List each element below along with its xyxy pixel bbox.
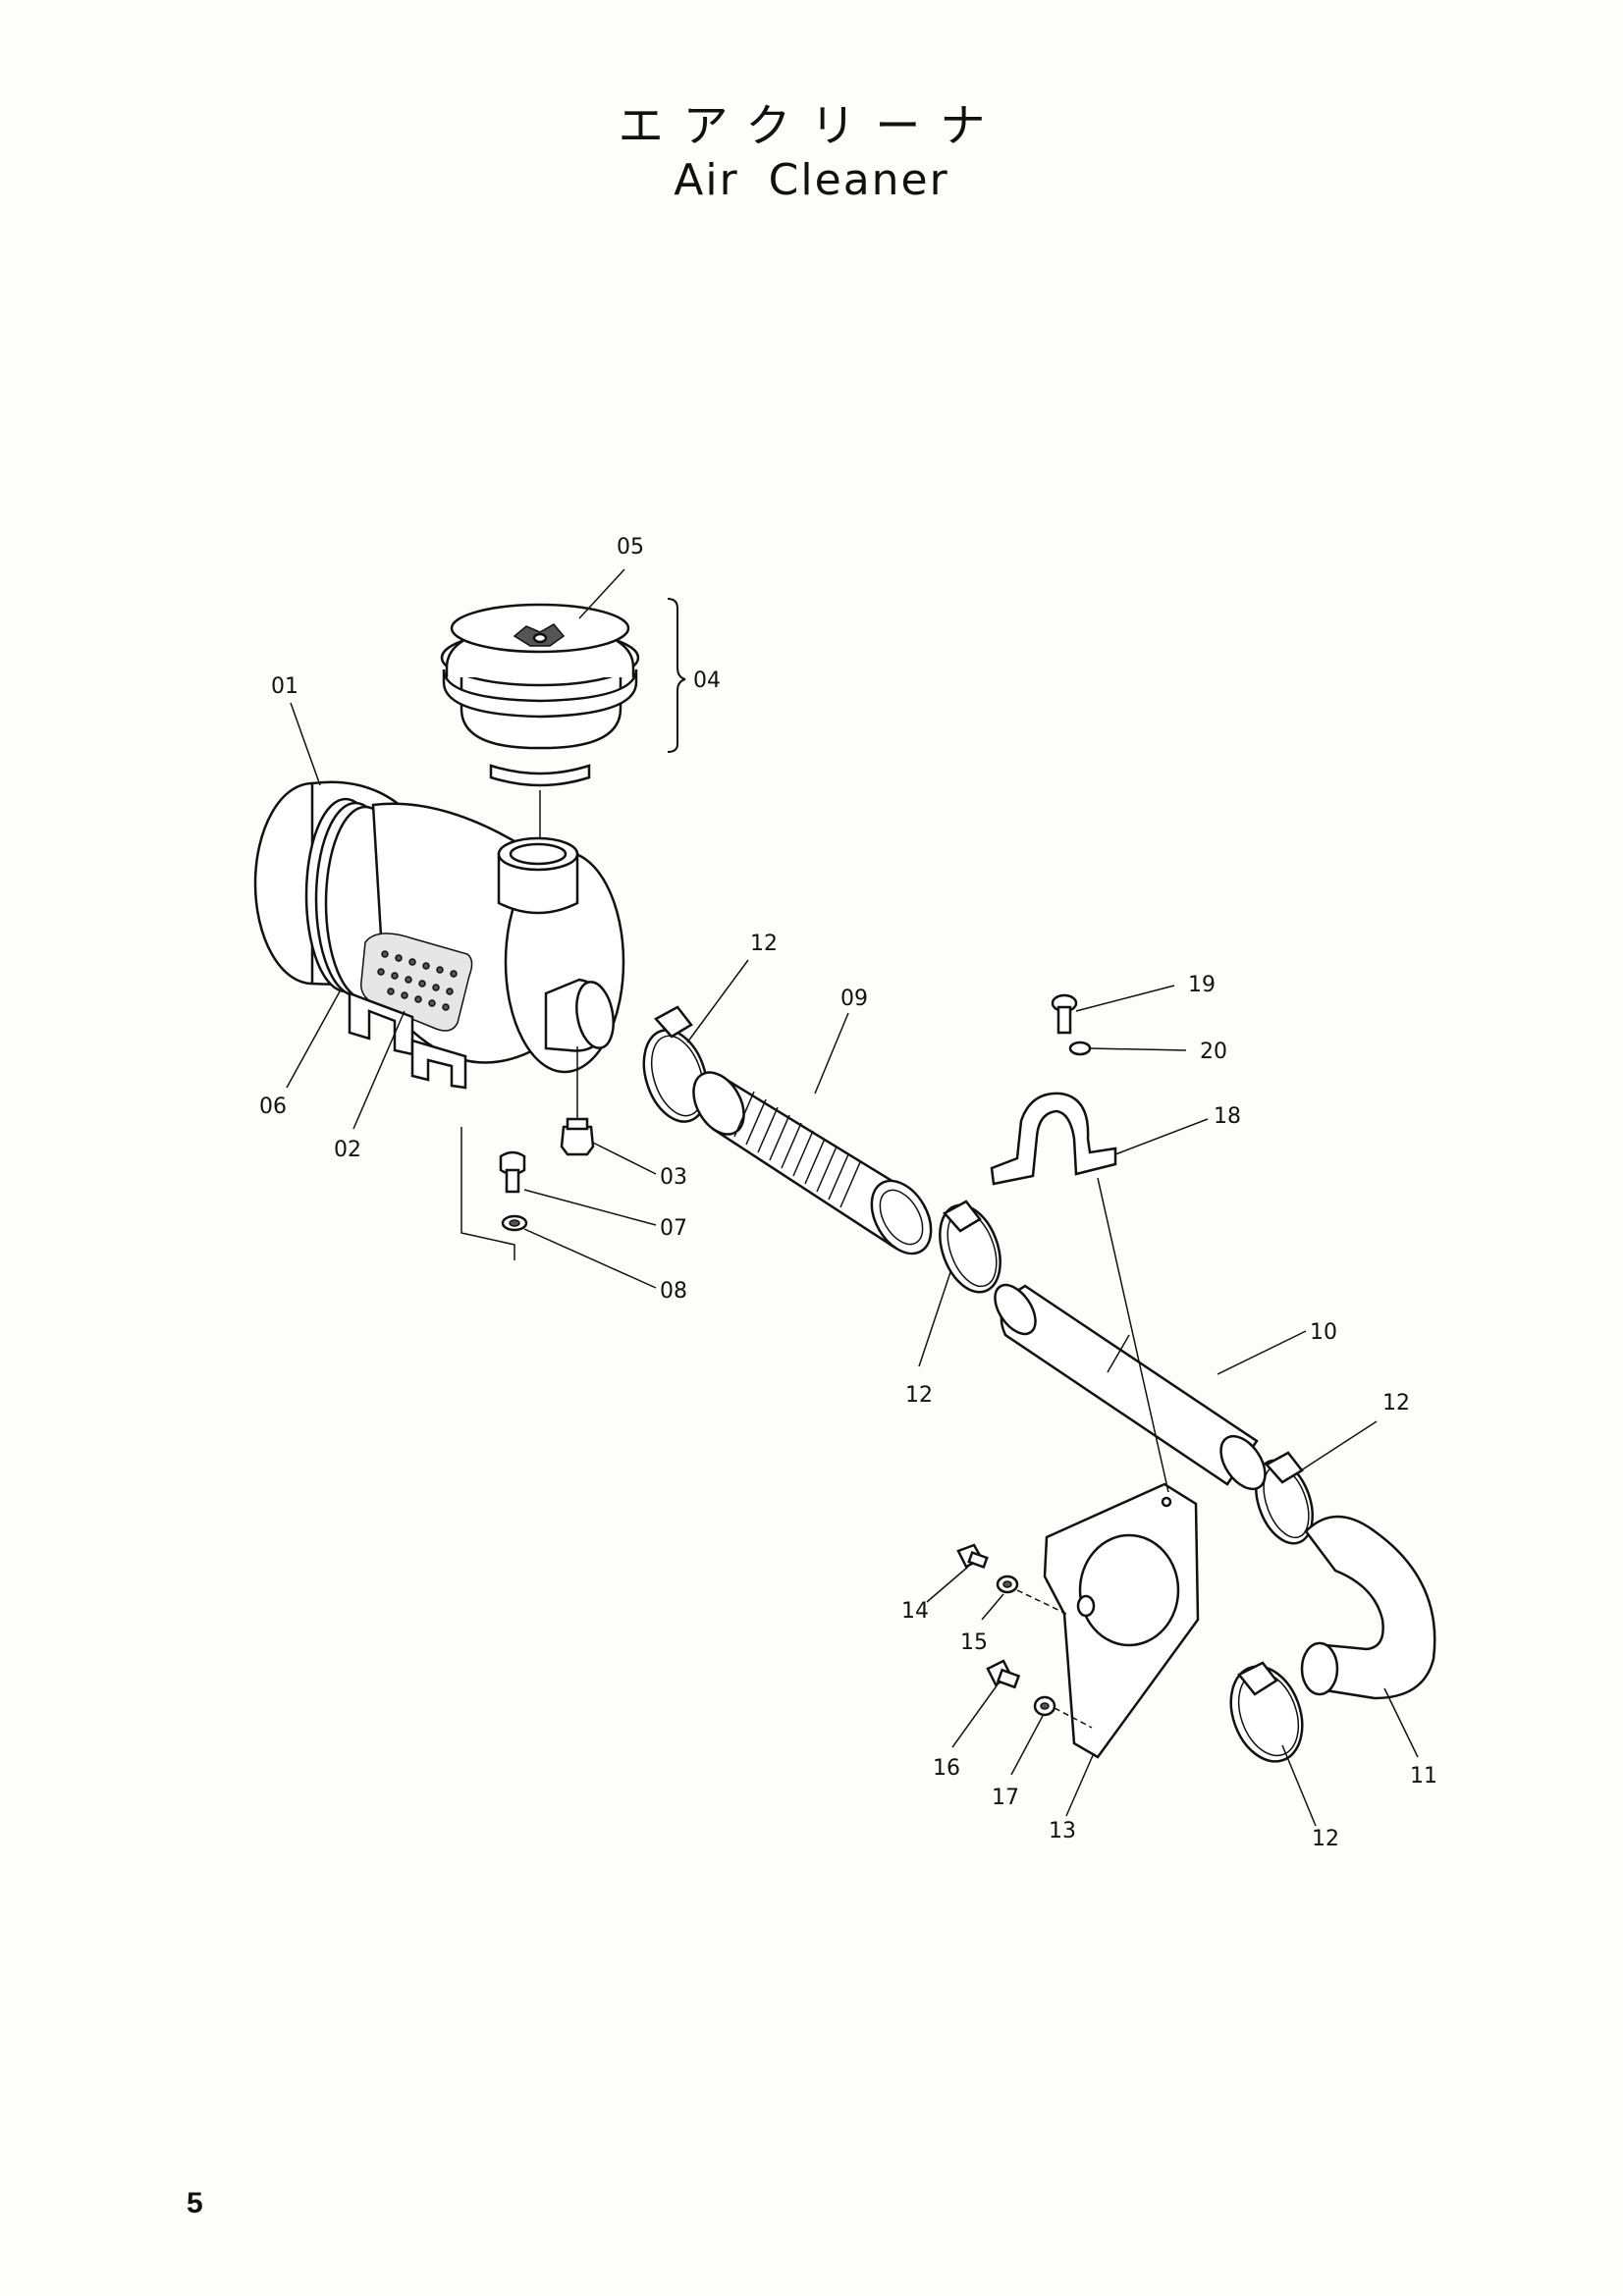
callout-10: 10 [1310, 1320, 1337, 1345]
callout-01: 01 [271, 674, 298, 699]
title-english: Air Cleaner [674, 155, 949, 205]
callout-20: 20 [1200, 1040, 1227, 1064]
vacuator-valve [560, 1046, 595, 1156]
hose-clamp-4 [1229, 1661, 1304, 1763]
callout-07: 07 [660, 1216, 687, 1241]
pipe-strap [990, 993, 1169, 1493]
title-japanese: エアクリーナ [618, 99, 1005, 152]
callout-03: 03 [660, 1165, 687, 1190]
callout-15: 15 [960, 1630, 988, 1655]
callout-18: 18 [1214, 1104, 1241, 1129]
callout-13: 13 [1049, 1819, 1076, 1843]
callout-09: 09 [840, 987, 868, 1011]
callout-05: 05 [617, 535, 644, 560]
callout-12-top: 12 [750, 932, 778, 956]
callout-labels: 05 04 01 06 02 03 07 08 12 09 19 20 18 1… [259, 535, 1437, 1851]
leader-lines [286, 568, 1419, 1827]
hose-clamp-3 [1255, 1451, 1314, 1545]
callout-12-bottom: 12 [1312, 1827, 1339, 1851]
callout-12-middle: 12 [905, 1383, 933, 1408]
air-cleaner-body [253, 780, 625, 1090]
callout-14: 14 [901, 1599, 929, 1624]
callout-17: 17 [992, 1786, 1019, 1810]
callout-19: 19 [1188, 973, 1216, 997]
callout-04: 04 [693, 668, 721, 693]
page-number: 5 [187, 2187, 203, 2219]
callout-11: 11 [1410, 1764, 1437, 1789]
corrugated-hose [692, 1071, 933, 1255]
bolt-and-washer [460, 1127, 528, 1260]
pre-cleaner-cap [440, 603, 640, 844]
assembly-bracket [667, 598, 686, 753]
elbow-hose [1300, 1515, 1436, 1700]
intake-pipe [994, 1283, 1267, 1491]
hose-clamp-2 [939, 1200, 1001, 1294]
callout-06: 06 [259, 1095, 287, 1119]
callout-08: 08 [660, 1279, 687, 1304]
mounting-plate [1043, 1482, 1200, 1759]
callout-12-right: 12 [1382, 1391, 1410, 1415]
callout-02: 02 [334, 1138, 361, 1162]
plate-fasteners [956, 1543, 1093, 1729]
callout-16: 16 [933, 1756, 960, 1781]
hose-clamp-1 [642, 1005, 709, 1123]
